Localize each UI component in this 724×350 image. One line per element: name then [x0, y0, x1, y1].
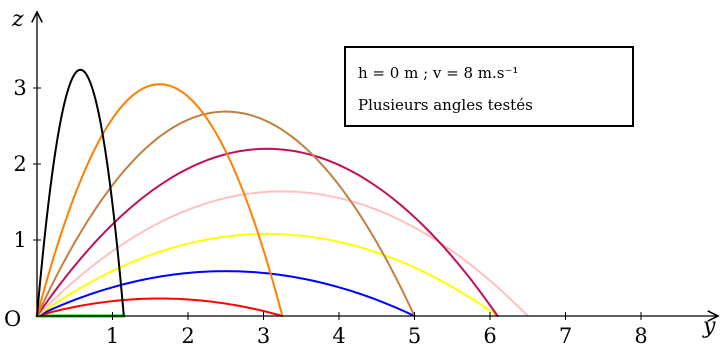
- y-tick-label: 3: [13, 76, 26, 100]
- origin-label: O: [4, 307, 21, 331]
- trajectory-curve-8: [36, 83, 284, 317]
- y-tick-label: 1: [13, 228, 26, 252]
- x-tick-label: 1: [106, 324, 119, 348]
- trajectory-curve-2: [36, 297, 284, 317]
- x-tick-label: 2: [181, 324, 194, 348]
- x-tick-label: 3: [257, 324, 270, 348]
- y-axis-title: z: [11, 7, 24, 32]
- curves-group: [35, 68, 529, 318]
- trajectory-curve-5: [36, 190, 529, 317]
- annotation-box: h = 0 m ; v = 8 m.s⁻¹ Plusieurs angles t…: [344, 46, 634, 127]
- x-tick-label: 8: [634, 324, 647, 348]
- x-axis-title: y: [702, 314, 716, 339]
- trajectory-curve-9: [36, 68, 125, 317]
- x-tick-label: 5: [408, 324, 421, 348]
- trajectory-curve-4: [36, 232, 499, 317]
- y-tick-label: 2: [13, 152, 26, 176]
- x-ticks: 1 2 3 4 5 6 7 8: [106, 312, 648, 348]
- x-tick-label: 7: [559, 324, 572, 348]
- y-ticks: 1 2 3: [13, 76, 41, 252]
- annotation-line-2: Plusieurs angles testés: [358, 96, 533, 114]
- trajectory-curve-7: [36, 110, 416, 317]
- trajectory-curve-3: [36, 270, 416, 317]
- trajectory-curve-6: [36, 147, 499, 317]
- x-tick-label: 6: [483, 324, 496, 348]
- annotation-line-1: h = 0 m ; v = 8 m.s⁻¹: [358, 64, 519, 82]
- x-tick-label: 4: [332, 324, 345, 348]
